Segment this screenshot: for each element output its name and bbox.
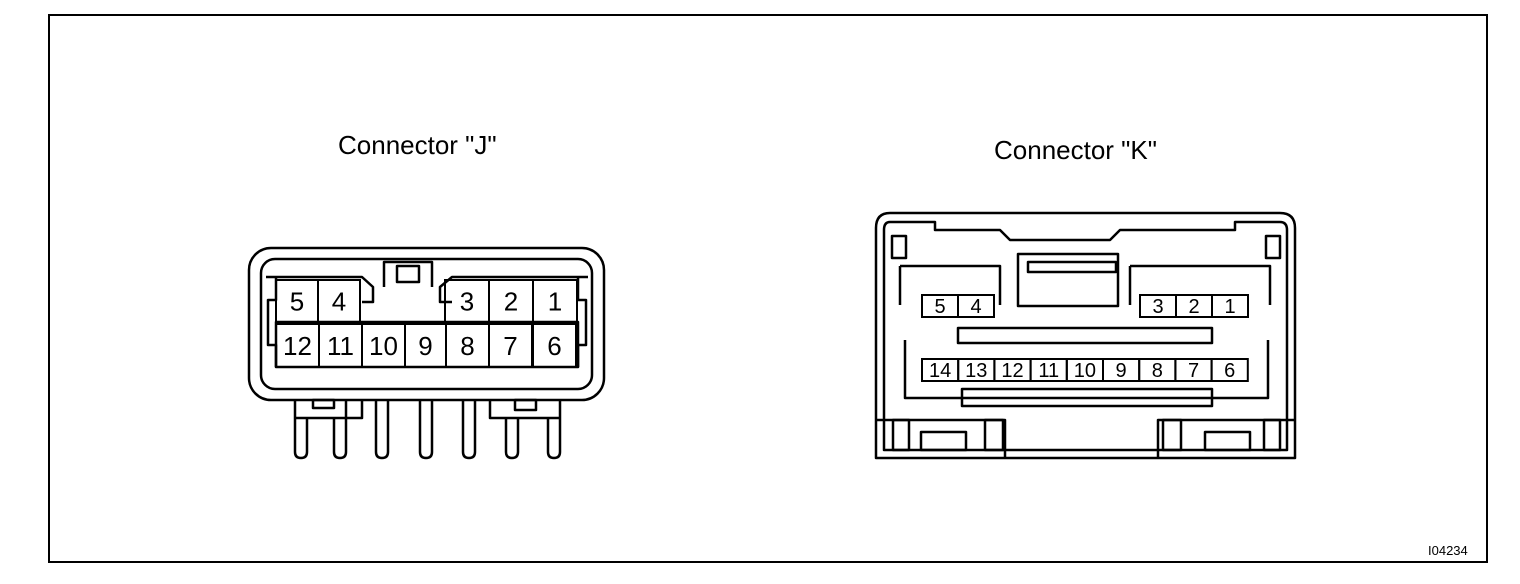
connector-k-pin-14: 14 bbox=[921, 358, 960, 382]
connector-k-pin-7: 7 bbox=[1174, 358, 1213, 382]
pin-label: 1 bbox=[548, 286, 562, 316]
pin-label: 4 bbox=[332, 286, 346, 316]
pin-label: 14 bbox=[929, 360, 951, 382]
pin-label: 1 bbox=[1224, 296, 1235, 318]
connector-k-pin-6: 6 bbox=[1210, 358, 1249, 382]
connector-j-pin-6: 6 bbox=[532, 323, 577, 368]
pin-label: 9 bbox=[418, 331, 432, 361]
connector-j-pin-9: 9 bbox=[404, 323, 447, 368]
connector-j-pin-4: 4 bbox=[317, 279, 361, 323]
pin-label: 7 bbox=[1188, 360, 1199, 382]
connector-k-cavities: 5 4 3 2 1 14 13 12 11 10 9 8 7 6 bbox=[921, 294, 1249, 382]
pin-label: 11 bbox=[1038, 360, 1059, 382]
pin-label: 12 bbox=[1001, 360, 1023, 382]
connector-k-housing bbox=[874, 211, 1297, 460]
pin-label: 9 bbox=[1116, 360, 1127, 382]
pin-label: 10 bbox=[1074, 360, 1096, 382]
connector-k-pin-1: 1 bbox=[1211, 294, 1249, 318]
connector-k-pin-12: 12 bbox=[993, 358, 1032, 382]
connector-k-title: Connector "K" bbox=[994, 135, 1157, 165]
pin-label: 3 bbox=[1152, 296, 1163, 318]
connector-k-pin-3: 3 bbox=[1139, 294, 1177, 318]
connector-j-pin-2: 2 bbox=[488, 279, 534, 323]
pin-label: 5 bbox=[934, 296, 945, 318]
pin-label: 13 bbox=[965, 360, 987, 382]
connector-k-pin-9: 9 bbox=[1102, 358, 1141, 382]
figure-code: I04234 bbox=[1428, 543, 1468, 558]
pin-label: 2 bbox=[504, 286, 518, 316]
connector-k-pin-8: 8 bbox=[1138, 358, 1177, 382]
connector-j-pin-7: 7 bbox=[488, 323, 533, 368]
pin-label: 12 bbox=[283, 331, 312, 361]
pin-label: 8 bbox=[460, 331, 474, 361]
connector-k-pin-2: 2 bbox=[1175, 294, 1213, 318]
connector-j-pin-5: 5 bbox=[275, 279, 319, 323]
connector-k-pin-4: 4 bbox=[957, 294, 995, 318]
connector-k-pin-11: 11 bbox=[1029, 358, 1068, 382]
pin-label: 7 bbox=[503, 331, 517, 361]
connector-k-pin-13: 13 bbox=[957, 358, 996, 382]
connector-k-pin-5: 5 bbox=[921, 294, 959, 318]
connector-k-pin-10: 10 bbox=[1065, 358, 1105, 382]
pin-label: 2 bbox=[1188, 296, 1199, 318]
pin-label: 5 bbox=[290, 286, 304, 316]
connector-j-pin-10: 10 bbox=[361, 323, 406, 368]
pin-label: 8 bbox=[1152, 360, 1163, 382]
diagram-frame bbox=[48, 14, 1488, 563]
pin-label: 6 bbox=[547, 331, 561, 361]
connector-j-pin-1: 1 bbox=[532, 279, 578, 323]
pin-label: 11 bbox=[327, 331, 354, 361]
connector-j-title: Connector "J" bbox=[338, 130, 497, 160]
pin-label: 10 bbox=[369, 331, 398, 361]
connector-j-pin-8: 8 bbox=[445, 323, 490, 368]
pin-label: 4 bbox=[970, 296, 981, 318]
connector-j-pin-12: 12 bbox=[275, 323, 320, 368]
pin-label: 6 bbox=[1224, 360, 1235, 382]
connector-j-pin-11: 11 bbox=[318, 323, 363, 368]
pin-label: 3 bbox=[460, 286, 474, 316]
